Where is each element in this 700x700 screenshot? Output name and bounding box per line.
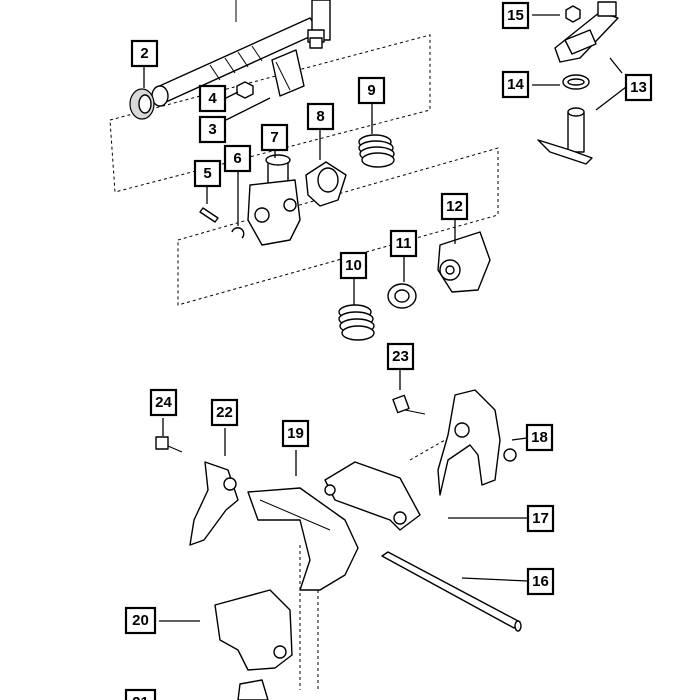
callout-24: 24: [149, 388, 178, 417]
svg-text:14: 14: [507, 76, 524, 93]
callout-16: 16: [526, 567, 555, 596]
callout-3: 3: [198, 115, 227, 144]
svg-text:4: 4: [208, 90, 217, 107]
callout-12: 12: [440, 192, 469, 221]
svg-text:19: 19: [287, 425, 304, 442]
svg-text:6: 6: [233, 150, 241, 167]
callout-21: 21: [124, 688, 157, 700]
callout-23: 23: [386, 342, 415, 371]
interlock-plate: [437, 231, 491, 293]
washer: [562, 74, 590, 90]
callout-15: 15: [501, 1, 530, 30]
svg-text:13: 13: [630, 79, 647, 96]
shift-finger: [247, 154, 301, 246]
callout-10: 10: [339, 251, 368, 280]
callout-6: 6: [223, 144, 252, 173]
pin: [199, 207, 219, 223]
svg-text:8: 8: [316, 108, 324, 125]
shift-fork-22: [189, 461, 239, 546]
callout-13: 13: [624, 73, 653, 102]
svg-text:11: 11: [396, 235, 412, 252]
svg-text:21: 21: [132, 694, 149, 700]
bushing: [305, 161, 347, 207]
svg-text:15: 15: [507, 7, 524, 24]
callout-7: 7: [260, 123, 289, 152]
callout-8: 8: [306, 102, 335, 131]
svg-text:5: 5: [203, 165, 211, 182]
svg-text:18: 18: [531, 429, 548, 446]
svg-text:20: 20: [132, 612, 149, 629]
shift-rail-17: [324, 461, 421, 531]
spring-lower: [338, 304, 375, 341]
shift-fork-19: [247, 487, 359, 591]
bolt-24: [155, 436, 183, 453]
callout-20: 20: [124, 606, 157, 635]
svg-text:3: 3: [208, 121, 216, 138]
shift-fork-18: [437, 389, 517, 496]
svg-text:23: 23: [392, 348, 409, 365]
svg-text:12: 12: [446, 198, 463, 215]
callout-9: 9: [357, 76, 386, 105]
callout-5: 5: [193, 159, 222, 188]
cup-bushing: [387, 283, 417, 309]
svg-text:9: 9: [367, 82, 375, 99]
callout-18: 18: [525, 423, 554, 452]
shift-fork-20: [214, 589, 293, 671]
nut-small: [236, 81, 254, 99]
assembly-outline-upper: [109, 34, 499, 690]
nut-top: [565, 5, 581, 23]
spring-upper: [358, 134, 395, 168]
callout-2: 2: [130, 39, 159, 68]
svg-text:17: 17: [532, 510, 549, 527]
stud-bolt: [309, 37, 323, 49]
svg-text:22: 22: [216, 404, 233, 421]
callout-14: 14: [501, 70, 530, 99]
svg-text:16: 16: [532, 573, 549, 590]
lever-arm: [554, 1, 619, 63]
svg-text:2: 2: [140, 45, 148, 62]
callout-4: 4: [198, 84, 227, 113]
shift-bracket: [271, 49, 305, 97]
callout-19: 19: [281, 419, 310, 448]
bolt-23: [392, 394, 426, 415]
shift-fork-21: [237, 679, 269, 700]
clip: [231, 227, 245, 239]
callout-22: 22: [210, 398, 239, 427]
leader-lines: [143, 14, 627, 622]
pivot-post: [537, 107, 593, 165]
svg-text:24: 24: [155, 394, 172, 411]
shift-rod-16: [381, 551, 522, 632]
svg-text:10: 10: [345, 257, 362, 274]
callout-17: 17: [526, 504, 555, 533]
seal-ring: [129, 88, 155, 120]
callout-11: 11: [389, 229, 418, 258]
svg-text:7: 7: [270, 129, 278, 146]
